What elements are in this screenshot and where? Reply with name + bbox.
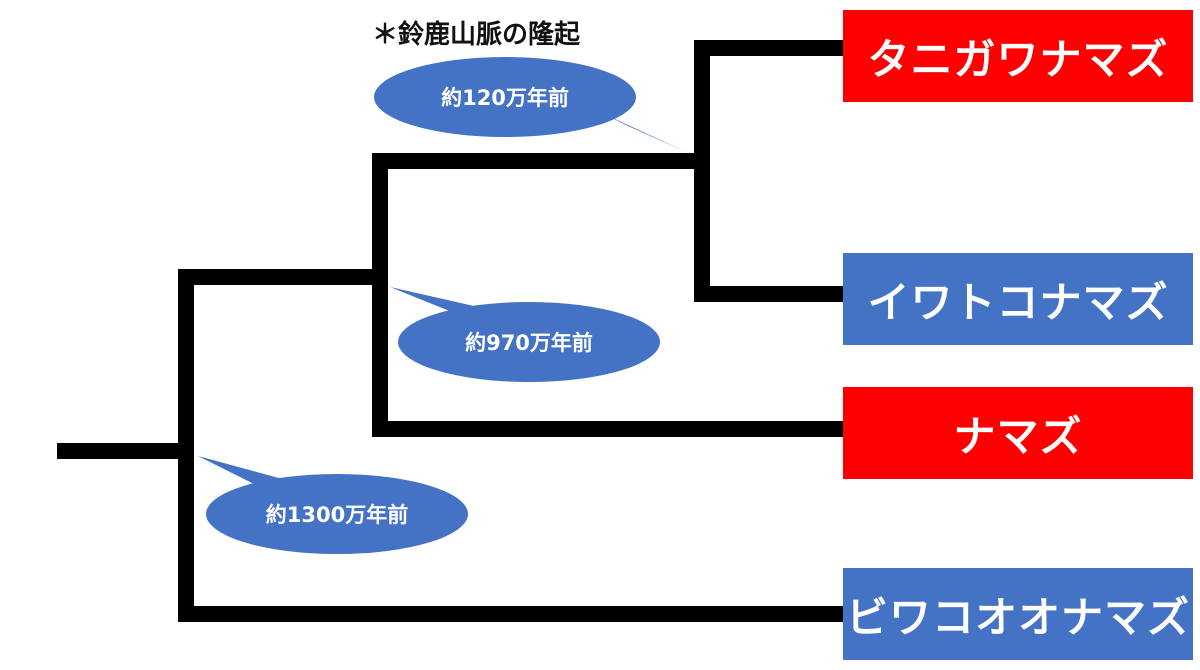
divergence-callout-1: 約120万年前 bbox=[374, 57, 686, 152]
divergence-label: 約120万年前 bbox=[441, 86, 569, 110]
callout-bubble bbox=[374, 57, 636, 137]
divergence-label: 約1300万年前 bbox=[266, 503, 408, 527]
species-namazu: ナマズ bbox=[843, 387, 1193, 479]
annotation-suzuka-uplift: ＊鈴鹿山脈の隆起 bbox=[372, 20, 581, 50]
callout-pointer bbox=[198, 456, 286, 488]
callout-bubble bbox=[398, 302, 660, 382]
tree-branches bbox=[57, 40, 845, 622]
divergence-callout-3: 約1300万年前 bbox=[198, 456, 468, 554]
callout-pointer bbox=[600, 112, 686, 152]
species-biwako-oonamazu: ビワコオオナマズ bbox=[843, 568, 1193, 660]
divergence-label: 約970万年前 bbox=[465, 331, 593, 355]
callout-pointer bbox=[390, 287, 474, 312]
divergence-callout-2: 約970万年前 bbox=[390, 287, 660, 382]
callout-bubble bbox=[206, 474, 468, 554]
species-iwatoko-namazu: イワトコナマズ bbox=[843, 253, 1193, 345]
species-taniga-namazu: タニガワナマズ bbox=[843, 10, 1193, 102]
